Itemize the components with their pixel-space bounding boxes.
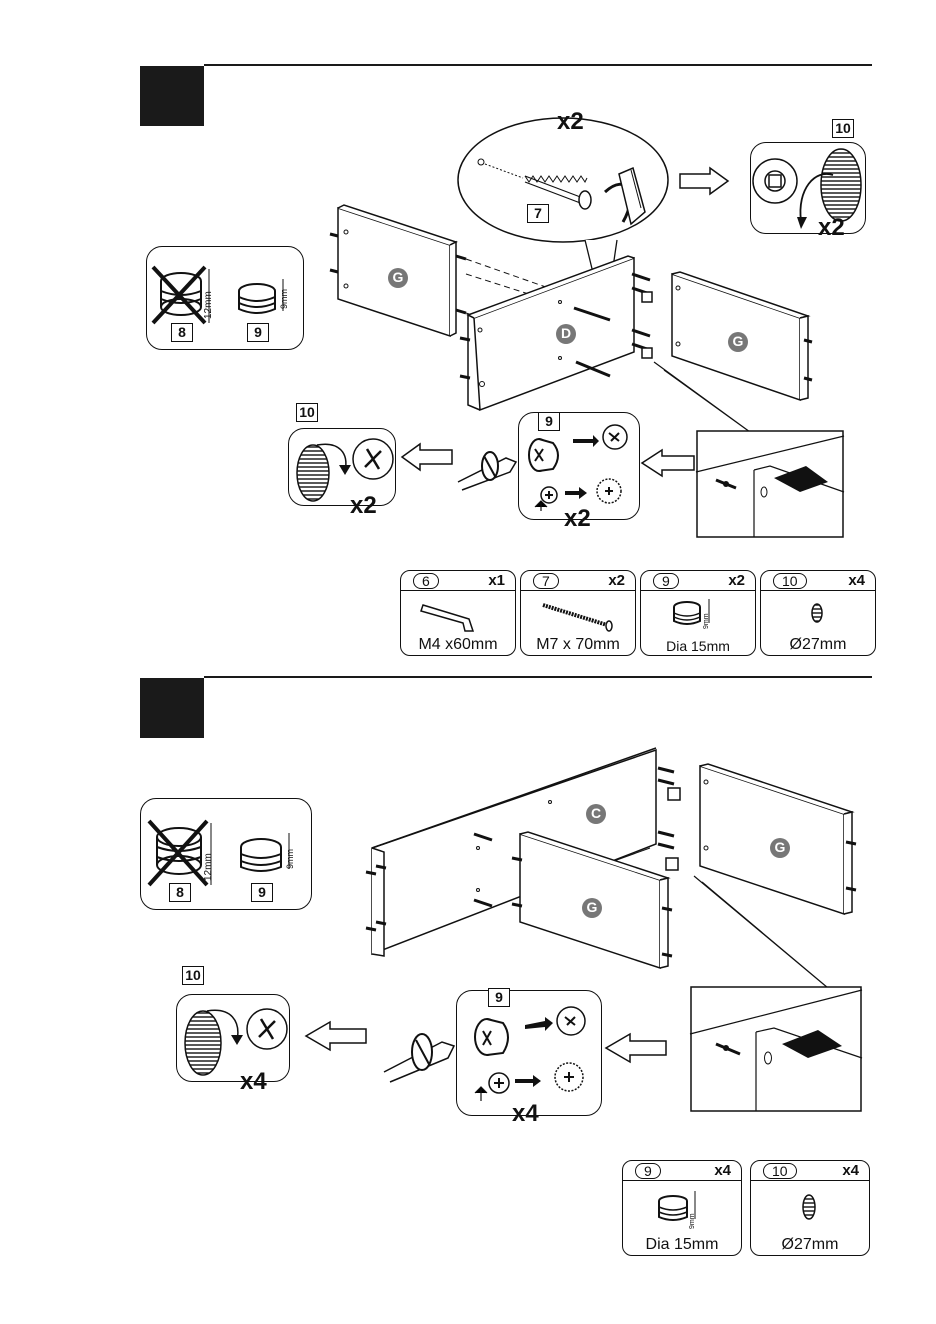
- arrow-left-icon: [604, 1032, 668, 1064]
- cam-lock-box: [518, 412, 640, 520]
- step-1-rule: [204, 64, 872, 66]
- part-card-9: 9 x2 9mm Dia 15mm: [640, 570, 756, 656]
- panel-center-letter: D: [554, 325, 578, 341]
- part-small-dimension: 9mm: [703, 613, 710, 629]
- bolt-detail-inset: [696, 430, 844, 538]
- arrow-left-icon: [304, 1020, 368, 1052]
- cam-wrong-number: 8: [169, 883, 191, 902]
- part-quantity: x4: [848, 572, 865, 589]
- part-number: 6: [413, 573, 439, 589]
- part-quantity: x1: [488, 572, 505, 589]
- cap-insert-box: [288, 428, 396, 506]
- part-quantity: x4: [714, 1162, 731, 1179]
- cap-insert-number: 10: [296, 403, 318, 422]
- part-number: 9: [653, 573, 679, 589]
- panel-back-letter: C: [584, 805, 608, 821]
- part-dimension: Dia 15mm: [623, 1236, 741, 1254]
- part-dimension: M7 x 70mm: [521, 636, 635, 654]
- panel-left-letter: G: [386, 269, 410, 285]
- cap-detail-qty: x2: [818, 214, 845, 242]
- step-1-assembly: [320, 200, 820, 410]
- cam-right-number: 9: [247, 323, 269, 342]
- cam-lock-qty: x2: [564, 505, 591, 533]
- step-2-assembly: [360, 740, 860, 980]
- part-card-6: 6 x1 M4 x60mm: [400, 570, 516, 656]
- cap-icon: [751, 1181, 869, 1235]
- panel-front-letter: G: [580, 899, 604, 915]
- part-card-10: 10 x4 Ø27mm: [750, 1160, 870, 1256]
- screw-callout-qty: x2: [557, 108, 584, 136]
- part-number: 9: [635, 1163, 661, 1179]
- cam-right-number: 9: [251, 883, 273, 902]
- cam-wrong-dimension: 12mm: [203, 291, 214, 319]
- allen-key-icon: [401, 591, 515, 635]
- panel-right-letter: G: [768, 839, 792, 855]
- part-dimension: M4 x60mm: [401, 636, 515, 654]
- step-1-marker: [140, 66, 204, 126]
- cam-right-dimension: 9mm: [285, 849, 295, 869]
- part-dimension: Ø27mm: [761, 636, 875, 654]
- cap-insert-qty: x2: [350, 492, 377, 520]
- arrow-left-icon: [640, 448, 696, 478]
- cam-lock-number: 9: [538, 412, 560, 431]
- cap-insert-qty: x4: [240, 1068, 267, 1096]
- cap-insert-box: [176, 994, 290, 1082]
- cam-wrong-dimension: 12mm: [203, 853, 214, 881]
- arrow-right-icon: [678, 166, 730, 196]
- cam-lock-icon: [623, 1181, 741, 1235]
- part-number: 10: [773, 573, 807, 589]
- cap-insert-number: 10: [182, 966, 204, 985]
- screwdriver-icon: [382, 1022, 458, 1082]
- part-quantity: x2: [608, 572, 625, 589]
- part-quantity: x2: [728, 572, 745, 589]
- cap-part-number: 10: [832, 119, 854, 138]
- step-2-rule: [204, 676, 872, 678]
- cam-wrong-number: 8: [171, 323, 193, 342]
- part-number: 7: [533, 573, 559, 589]
- cam-lock-box: [456, 990, 602, 1116]
- screw-icon: [521, 591, 635, 635]
- cam-lock-number: 9: [488, 988, 510, 1007]
- part-card-10: 10 x4 Ø27mm: [760, 570, 876, 656]
- part-number: 10: [763, 1163, 797, 1179]
- panel-right-letter: G: [726, 333, 750, 349]
- cam-right-dimension: 9mm: [279, 289, 289, 309]
- part-small-dimension: 9mm: [689, 1213, 696, 1229]
- part-quantity: x4: [842, 1162, 859, 1179]
- screwdriver-icon: [456, 442, 520, 490]
- part-card-7: 7 x2 M7 x 70mm: [520, 570, 636, 656]
- step-2-marker: [140, 678, 204, 738]
- bolt-detail-inset: [690, 986, 862, 1112]
- arrow-left-icon: [400, 442, 454, 472]
- cam-comparison-box: 12mm 9mm 8 9: [146, 246, 304, 350]
- cam-lock-icon: [641, 591, 755, 635]
- cam-lock-qty: x4: [512, 1100, 539, 1128]
- cam-comparison-box: 12mm 9mm 8 9: [140, 798, 312, 910]
- cap-icon: [761, 591, 875, 635]
- part-card-9: 9 x4 9mm Dia 15mm: [622, 1160, 742, 1256]
- part-dimension: Dia 15mm: [641, 638, 755, 654]
- part-dimension: Ø27mm: [751, 1236, 869, 1254]
